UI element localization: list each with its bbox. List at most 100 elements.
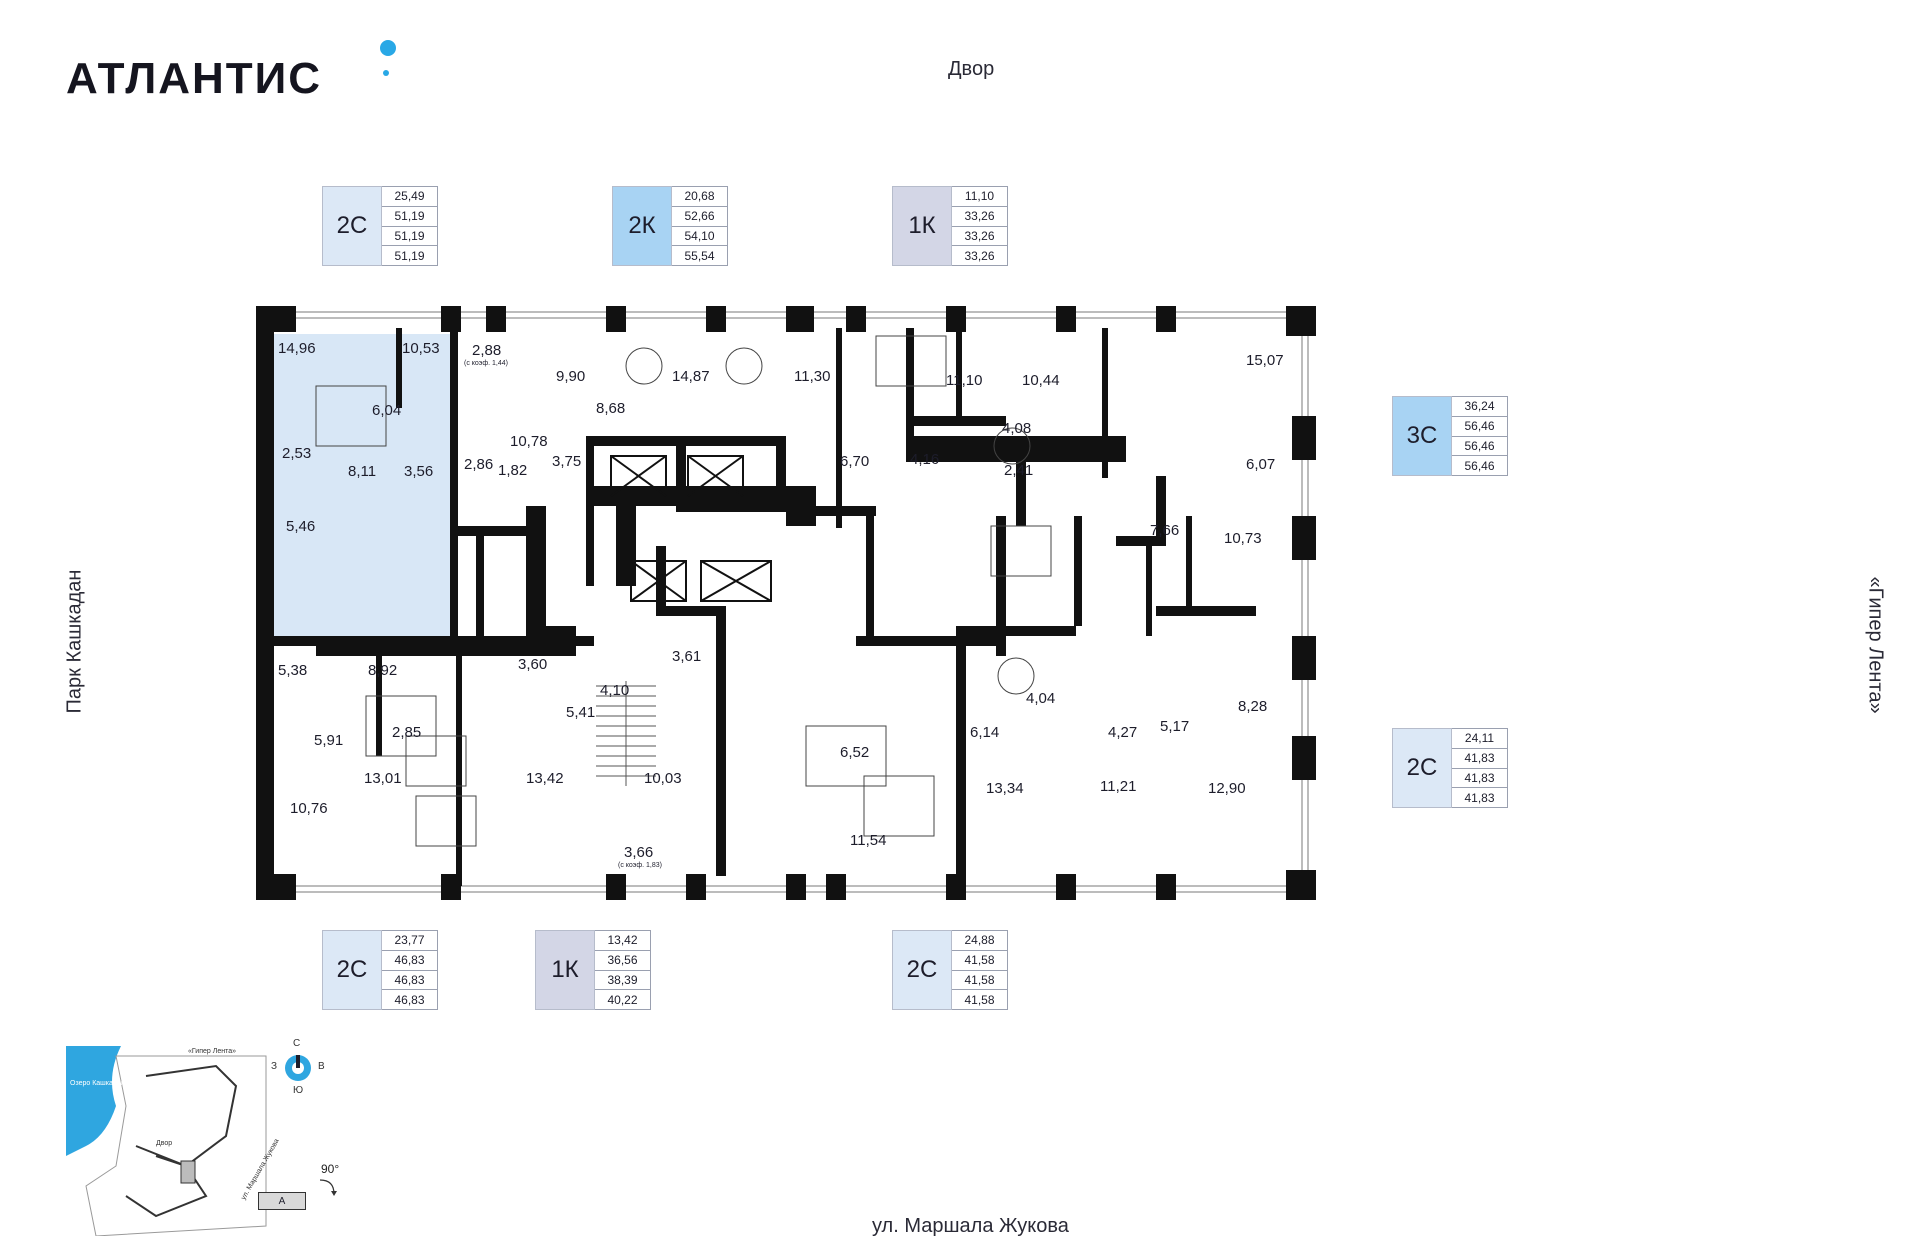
room-area: 9,90 <box>556 368 586 385</box>
apartment-card[interactable]: 1К 11,10 33,26 33,26 33,26 <box>892 186 1008 266</box>
room-area: 3,75 <box>552 453 582 470</box>
room-area: 2,88 <box>472 342 502 359</box>
apartment-value: 24,11 <box>1452 729 1507 749</box>
apartment-value: 33,26 <box>952 227 1007 247</box>
room-area: 10,03 <box>644 770 682 787</box>
floor-plan: 14,96 10,53 6,04 2,53 8,11 3,56 5,46 2,8… <box>256 306 1316 900</box>
compass-east: В <box>318 1061 325 1072</box>
label-right-store: «Гипер Лента» <box>1864 576 1887 714</box>
apartment-value: 41,83 <box>1464 790 1495 805</box>
apartment-value: 13,42 <box>595 931 650 951</box>
room-area: 6,14 <box>970 724 1000 741</box>
apartment-value: 55,54 <box>684 248 715 263</box>
apartment-type: 2С <box>322 186 382 266</box>
apartment-type: 3С <box>1392 396 1452 476</box>
room-area: 4,16 <box>910 451 940 468</box>
room-area: 3,60 <box>518 656 548 673</box>
apartment-value: 56,46 <box>1452 437 1507 457</box>
logo-dot-small-icon <box>383 70 389 76</box>
apartment-type: 2К <box>612 186 672 266</box>
apartment-card[interactable]: 3С 36,24 56,46 56,46 56,46 <box>1392 396 1508 476</box>
apartment-value: 38,39 <box>595 971 650 991</box>
site-minimap: Озеро Кашкадан «Гипер Лента» Двор ул. Ма… <box>66 1046 366 1236</box>
apartment-value: 40,22 <box>607 992 638 1007</box>
room-area: 8,92 <box>368 662 398 679</box>
apartment-value: 25,49 <box>382 187 437 207</box>
room-area: 8,11 <box>348 463 377 480</box>
apartment-value: 51,19 <box>382 207 437 227</box>
brand-logo: АТЛАНТИС <box>66 54 323 103</box>
apartment-value: 23,77 <box>382 931 437 951</box>
apartment-value: 33,26 <box>964 248 995 263</box>
room-area: 10,53 <box>402 340 440 357</box>
room-area: 10,76 <box>290 800 328 817</box>
apartment-value: 11,10 <box>952 187 1007 207</box>
room-area: 5,46 <box>286 518 316 535</box>
label-top-yard: Двор <box>948 58 995 80</box>
room-area: 11,54 <box>850 832 887 849</box>
room-area: 4,04 <box>1026 690 1056 707</box>
apartment-type: 2С <box>322 930 382 1010</box>
room-area: 5,38 <box>278 662 308 679</box>
apartment-type: 1К <box>892 186 952 266</box>
section-badge: А <box>258 1192 306 1210</box>
apartment-value: 36,24 <box>1452 397 1507 417</box>
apartment-value: 41,58 <box>952 971 1007 991</box>
apartment-card[interactable]: 2К 20,68 52,66 54,10 55,54 <box>612 186 728 266</box>
compass-west: З <box>271 1061 278 1072</box>
label-left-park: Парк Кашкадан <box>63 569 86 714</box>
room-area: 3,61 <box>672 648 702 665</box>
room-area: 10,73 <box>1224 530 1262 547</box>
room-area: 6,70 <box>840 453 870 470</box>
apartment-value: 56,46 <box>1464 458 1495 473</box>
apartment-value: 46,83 <box>394 992 425 1007</box>
apartment-card[interactable]: 2С 24,11 41,83 41,83 41,83 <box>1392 728 1508 808</box>
room-area: 6,04 <box>372 402 402 419</box>
room-area: 11,10 <box>946 372 983 389</box>
rotation-arrow-icon <box>319 1179 337 1196</box>
room-area: 13,34 <box>986 780 1024 797</box>
label-bottom-street: ул. Маршала Жукова <box>872 1215 1069 1237</box>
room-area: 2,41 <box>1004 462 1034 479</box>
room-area: 8,68 <box>596 400 626 417</box>
rotation-label: 90° <box>321 1162 340 1176</box>
room-area: 13,42 <box>526 770 564 787</box>
room-area: 15,07 <box>1246 352 1284 369</box>
room-area: 4,27 <box>1108 724 1138 741</box>
room-area: 2,53 <box>282 445 312 462</box>
apartment-value: 24,88 <box>952 931 1007 951</box>
room-area: 5,17 <box>1160 718 1190 735</box>
apartment-value: 20,68 <box>672 187 727 207</box>
apartment-card[interactable]: 1К 13,42 36,56 38,39 40,22 <box>535 930 651 1010</box>
room-area: 7,66 <box>1150 522 1180 539</box>
compass-icon <box>285 1055 311 1081</box>
compass-south: Ю <box>293 1085 304 1096</box>
compass-north: С <box>293 1038 301 1049</box>
apartment-value: 56,46 <box>1452 417 1507 437</box>
logo-dot-icon <box>380 40 396 56</box>
apartment-card[interactable]: 2С 25,49 51,19 51,19 51,19 <box>322 186 438 266</box>
room-area-note: (с коэф. 1,44) <box>464 360 508 367</box>
room-area: 14,87 <box>672 368 710 385</box>
minimap-park-label: Озеро Кашкадан <box>70 1080 125 1087</box>
room-area: 6,07 <box>1246 456 1276 473</box>
minimap-drawing <box>66 1046 267 1236</box>
room-area: 13,01 <box>364 770 402 787</box>
room-area: 5,41 <box>566 704 596 721</box>
room-area: 3,66 <box>624 844 654 861</box>
highlighted-apartment[interactable] <box>274 334 450 646</box>
room-area: 3,56 <box>404 463 434 480</box>
room-area: 10,78 <box>510 433 548 450</box>
apartment-value: 46,83 <box>382 951 437 971</box>
apartment-type: 2С <box>1392 728 1452 808</box>
apartment-card[interactable]: 2С 24,88 41,58 41,58 41,58 <box>892 930 1008 1010</box>
minimap-store-label: «Гипер Лента» <box>188 1048 236 1055</box>
apartment-card[interactable]: 2С 23,77 46,83 46,83 46,83 <box>322 930 438 1010</box>
apartment-value: 51,19 <box>394 248 425 263</box>
room-area: 11,30 <box>794 368 831 385</box>
room-area: 6,52 <box>840 744 870 761</box>
floor-plan-drawing <box>256 306 1316 900</box>
apartment-value: 51,19 <box>382 227 437 247</box>
apartment-value: 52,66 <box>672 207 727 227</box>
apartment-type: 2С <box>892 930 952 1010</box>
